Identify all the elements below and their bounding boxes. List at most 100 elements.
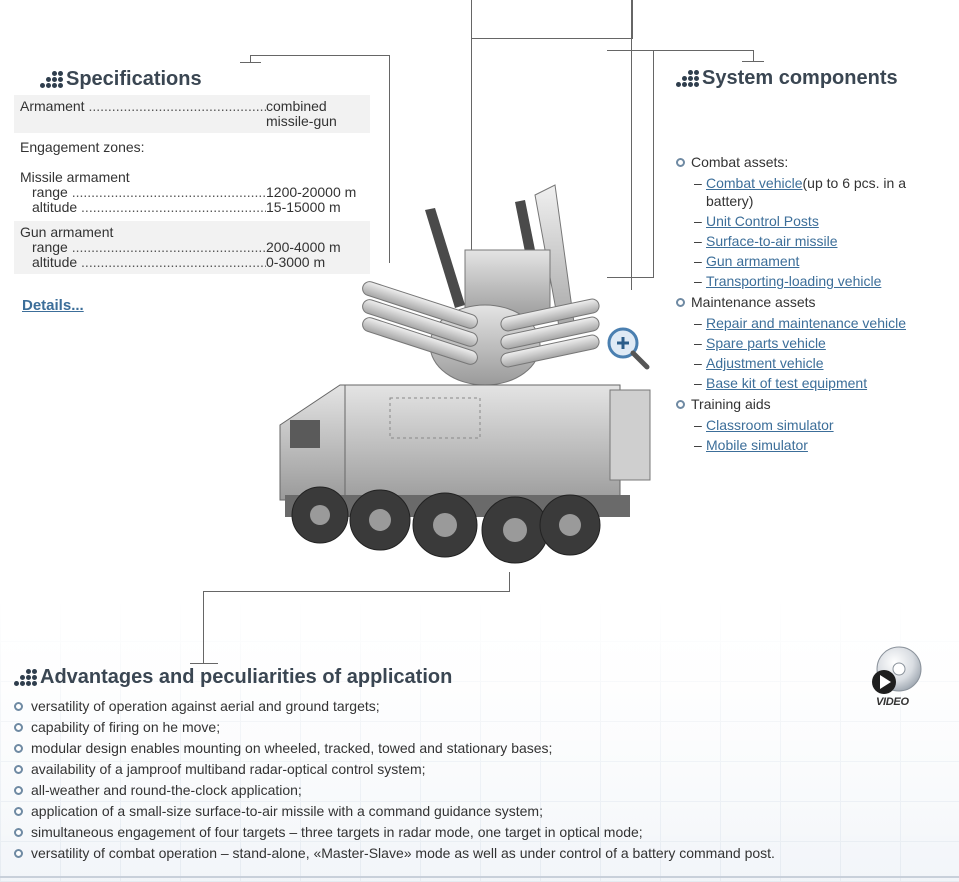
circle-bullet-icon — [676, 400, 685, 409]
combat-vehicle-note: (up to 6 pcs. in a battery) — [706, 175, 907, 209]
connector-specs — [250, 55, 390, 263]
circle-bullet-icon — [14, 702, 23, 711]
circle-bullet-icon — [14, 744, 23, 753]
adjustment-vehicle-link[interactable]: Adjustment vehicle — [706, 355, 824, 371]
specifications-title-text: Specifications — [66, 68, 202, 90]
component-item: –Mobile simulator — [694, 437, 808, 453]
connector-specs-tick — [250, 55, 251, 63]
component-group-training: Training aids –Classroom simulator –Mobi… — [676, 394, 946, 454]
transporting-loading-vehicle-link[interactable]: Transporting-loading vehicle — [706, 273, 882, 289]
spec-armament-value: combined missile-gun — [266, 98, 337, 129]
specifications-title: Specifications — [40, 68, 202, 91]
unit-control-posts-link[interactable]: Unit Control Posts — [706, 213, 819, 229]
connector-components-tick-h — [742, 61, 764, 62]
spec-gun: Gun armament range 200-4000 m altitude 0… — [14, 221, 370, 274]
component-item: –Classroom simulator — [694, 417, 834, 433]
connector-top — [471, 0, 632, 290]
component-item: –Surface-to-air missile — [694, 233, 838, 249]
spec-gun-heading: Gun armament — [20, 224, 114, 240]
connector-top-h — [471, 38, 632, 39]
mobile-simulator-link[interactable]: Mobile simulator — [706, 437, 808, 453]
circle-bullet-icon — [14, 765, 23, 774]
spec-missile-range-value: 1200-20000 m — [266, 184, 357, 200]
connector-top-v — [632, 0, 633, 39]
component-item: –Transporting-loading vehicle — [694, 273, 882, 289]
dots-logo-icon — [40, 70, 63, 89]
repair-maintenance-vehicle-link[interactable]: Repair and maintenance vehicle — [706, 315, 907, 331]
grid-background — [0, 600, 959, 882]
component-group-label: Combat assets: — [691, 154, 789, 170]
spec-gun-altitude-label: altitude — [20, 255, 266, 270]
circle-bullet-icon — [14, 828, 23, 837]
advantage-item: capability of firing on he move; — [14, 717, 914, 738]
advantage-text: capability of firing on he move; — [31, 719, 221, 735]
circle-bullet-icon — [14, 723, 23, 732]
combat-vehicle-image — [279, 184, 651, 564]
surface-to-air-missile-link[interactable]: Surface-to-air missile — [706, 233, 838, 249]
components-title-text: System components — [702, 67, 898, 89]
component-group-label: Maintenance assets — [691, 294, 816, 310]
gun-armament-link[interactable]: Gun armament — [706, 253, 800, 269]
circle-bullet-icon — [676, 298, 685, 307]
combat-vehicle-link[interactable]: Combat vehicle — [706, 175, 803, 191]
spec-missile-range-label: range — [20, 185, 266, 200]
spec-engagement-zones: Engagement zones: — [14, 133, 370, 166]
advantage-text: versatility of combat operation – stand-… — [31, 845, 775, 861]
advantage-text: modular design enables mounting on wheel… — [31, 740, 553, 756]
connector-advantages — [203, 572, 510, 592]
components-list: Combat assets: –Combat vehicle(up to 6 p… — [676, 152, 946, 456]
connector-specs-tick-h — [240, 62, 261, 63]
circle-bullet-icon — [14, 807, 23, 816]
advantage-item: versatility of combat operation – stand-… — [14, 843, 914, 864]
advantage-text: availability of a jamproof multiband rad… — [31, 761, 426, 777]
connector-advantages-tick — [190, 663, 218, 664]
bottom-divider — [0, 876, 959, 878]
video-disc-icon[interactable] — [866, 644, 926, 714]
spare-parts-vehicle-link[interactable]: Spare parts vehicle — [706, 335, 826, 351]
advantage-text: simultaneous engagement of four targets … — [31, 824, 643, 840]
video-label[interactable]: VIDEO — [876, 696, 909, 708]
spec-gun-range-label: range — [20, 240, 266, 255]
spec-armament-label: Armament — [20, 99, 266, 129]
component-item: –Combat vehicle(up to 6 pcs. in a batter… — [694, 175, 907, 209]
spec-gun-range-value: 200-4000 m — [266, 239, 341, 255]
connector-components-h — [607, 277, 654, 278]
advantage-text: all-weather and round-the-clock applicat… — [31, 782, 302, 798]
dots-logo-icon — [14, 668, 37, 687]
advantage-item: modular design enables mounting on wheel… — [14, 738, 914, 759]
spec-missile-heading: Missile armament — [20, 169, 130, 185]
components-title: System components — [676, 67, 898, 90]
circle-bullet-icon — [676, 158, 685, 167]
spec-missile: Missile armament range 1200-20000 m alti… — [14, 166, 370, 221]
spec-engagement-label: Engagement zones: — [20, 139, 145, 155]
base-kit-test-equipment-link[interactable]: Base kit of test equipment — [706, 375, 868, 391]
details-link[interactable]: Details... — [22, 297, 84, 314]
zoom-magnifier-icon[interactable] — [605, 325, 651, 371]
spec-armament: Armament combined missile-gun — [14, 95, 370, 133]
circle-bullet-icon — [14, 786, 23, 795]
dots-logo-icon — [676, 69, 699, 88]
advantages-title-text: Advantages and peculiarities of applicat… — [40, 666, 453, 688]
connector-advantages-v — [203, 591, 204, 664]
advantages-title: Advantages and peculiarities of applicat… — [14, 666, 452, 689]
component-item: –Gun armament — [694, 253, 800, 269]
advantage-item: application of a small-size surface-to-a… — [14, 801, 914, 822]
component-group-maintenance: Maintenance assets –Repair and maintenan… — [676, 292, 946, 392]
component-item: –Unit Control Posts — [694, 213, 819, 229]
circle-bullet-icon — [14, 849, 23, 858]
advantage-item: versatility of operation against aerial … — [14, 696, 914, 717]
connector-components-tick — [753, 50, 754, 62]
component-item: –Spare parts vehicle — [694, 335, 826, 351]
spec-gun-altitude-value: 0-3000 m — [266, 254, 326, 270]
component-group-combat: Combat assets: –Combat vehicle(up to 6 p… — [676, 152, 946, 290]
connector-components-v — [653, 50, 654, 278]
advantage-text: application of a small-size surface-to-a… — [31, 803, 543, 819]
connector-components — [607, 50, 753, 278]
specifications-table: Armament combined missile-gun Engagement… — [14, 95, 370, 274]
advantage-item: all-weather and round-the-clock applicat… — [14, 780, 914, 801]
advantage-text: versatility of operation against aerial … — [31, 698, 380, 714]
component-item: –Repair and maintenance vehicle — [694, 315, 907, 331]
classroom-simulator-link[interactable]: Classroom simulator — [706, 417, 834, 433]
spec-missile-altitude-label: altitude — [20, 200, 266, 215]
component-item: –Base kit of test equipment — [694, 375, 868, 391]
